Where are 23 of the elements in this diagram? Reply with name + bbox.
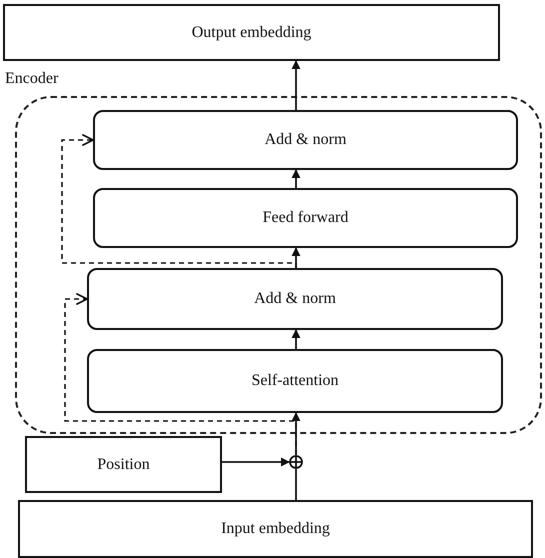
connector-line [295,469,297,500]
residual-arrow [61,134,297,268]
box-label: Self-attention [251,372,339,390]
residual-arrow [64,292,297,455]
group-title: Encoder [5,70,58,88]
layer-box [87,268,503,330]
box-label: Feed forward [262,209,348,227]
process-box [18,500,533,558]
sum-circle [289,455,303,469]
arrow [292,329,300,349]
layer-box [93,110,518,170]
layer-box [87,349,503,413]
arrow [292,169,300,188]
process-box [25,436,222,493]
box-label: Position [97,456,150,474]
box-label: Output embedding [192,24,312,42]
layer-box [93,188,518,248]
box-label: Input embedding [221,520,330,538]
process-box [3,4,500,61]
arrow [292,60,300,110]
box-label: Add & norm [254,290,336,308]
box-label: Add & norm [264,131,346,149]
arrow [222,458,290,466]
